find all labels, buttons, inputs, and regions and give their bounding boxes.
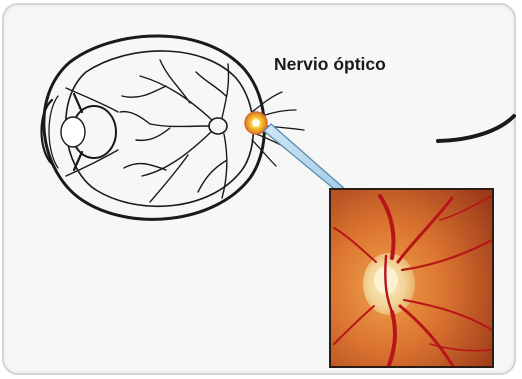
fundus-photo <box>329 188 494 368</box>
decorative-curve <box>438 116 514 141</box>
optic-nerve-label: Nervio óptico <box>274 54 386 75</box>
